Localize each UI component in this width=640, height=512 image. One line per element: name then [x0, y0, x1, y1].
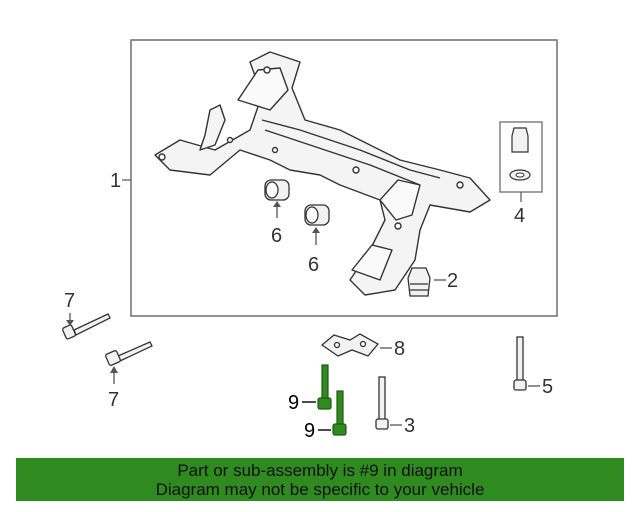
callout-6-upper: 6: [271, 225, 282, 247]
banner-line-2: Diagram may not be specific to your vehi…: [155, 480, 485, 499]
bolt-3: [375, 376, 402, 430]
bolt-9-lower[interactable]: [318, 390, 347, 436]
callout-2: 2: [447, 270, 458, 292]
callout-3: 3: [404, 415, 415, 437]
info-banner: Part or sub-assembly is #9 in diagram Di…: [16, 458, 624, 501]
callout-9-lower: 9: [304, 420, 315, 442]
bolt-7-lower: [105, 341, 153, 384]
bushing-6-upper: [264, 179, 290, 218]
bolt-5: [513, 336, 540, 391]
mount-kit-4: [499, 121, 543, 202]
callout-4: 4: [514, 205, 525, 227]
subframe-box: [130, 39, 558, 317]
bolt-7-upper: [61, 313, 111, 340]
callout-7-upper: 7: [64, 290, 75, 312]
bushing-6-lower: [304, 204, 330, 245]
parts-diagram: 1 2 3 4 5 6 6 7 7 8 9 9: [61, 39, 558, 442]
mount-2: [407, 267, 446, 297]
callout-8: 8: [394, 338, 405, 360]
callout-7-lower: 7: [108, 389, 119, 411]
callout-6-lower: 6: [308, 254, 319, 276]
subframe-crossmember: [154, 51, 491, 296]
callout-9-upper: 9: [288, 392, 299, 414]
callout-1: 1: [110, 170, 121, 192]
bracket-8: [320, 333, 392, 357]
banner-line-1: Part or sub-assembly is #9 in diagram: [177, 461, 463, 480]
callout-5: 5: [542, 376, 553, 398]
bolt-9-upper[interactable]: [302, 364, 332, 410]
